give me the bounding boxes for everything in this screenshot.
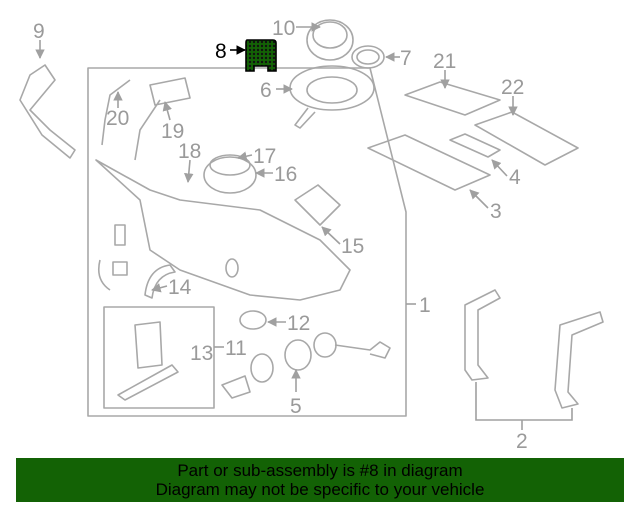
- seal-5: [250, 353, 274, 383]
- label-12[interactable]: 12: [287, 312, 310, 335]
- fuel-tank: [95, 159, 351, 301]
- label-18[interactable]: 18: [178, 140, 201, 163]
- label-21[interactable]: 21: [433, 50, 456, 73]
- label-20[interactable]: 20: [106, 107, 129, 130]
- label-8[interactable]: 8: [215, 40, 227, 63]
- label-1[interactable]: 1: [419, 294, 431, 317]
- label-3[interactable]: 3: [490, 200, 502, 223]
- label-17[interactable]: 17: [253, 145, 276, 168]
- label-9[interactable]: 9: [33, 20, 45, 43]
- bracket-15: [294, 184, 341, 226]
- label-5[interactable]: 5: [290, 395, 302, 418]
- label-10[interactable]: 10: [272, 17, 295, 40]
- info-banner: Part or sub-assembly is #8 in diagram Di…: [16, 458, 624, 502]
- label-22[interactable]: 22: [501, 76, 524, 99]
- neck-5: [284, 339, 312, 371]
- clamp-12: [239, 310, 267, 330]
- fuel-cap: [306, 19, 354, 61]
- label-6[interactable]: 6: [260, 79, 272, 102]
- part-8-highlighted[interactable]: [245, 39, 277, 72]
- gasket: [351, 45, 385, 69]
- vent-hose: [19, 64, 76, 159]
- pump-module: [134, 77, 191, 161]
- banner-part-text: Part or sub-assembly is #8 in diagram: [177, 461, 463, 480]
- label-19[interactable]: 19: [161, 120, 184, 143]
- strap-left: [464, 289, 501, 381]
- label-4[interactable]: 4: [509, 166, 521, 189]
- label-11[interactable]: 11: [225, 337, 247, 360]
- pump-subassembly-box: [103, 306, 215, 409]
- label-14[interactable]: 14: [168, 276, 192, 299]
- label-15[interactable]: 15: [341, 235, 364, 258]
- label-2[interactable]: 2: [516, 430, 528, 453]
- pad-21: [404, 81, 501, 116]
- pad-22: [474, 111, 579, 166]
- fuel-pump: [117, 321, 179, 401]
- pad-3: [367, 134, 491, 191]
- strap-right: [554, 311, 604, 409]
- label-7[interactable]: 7: [400, 47, 412, 70]
- banner-disclaimer-text: Diagram may not be specific to your vehi…: [155, 480, 485, 499]
- label-16[interactable]: 16: [274, 163, 297, 186]
- sensor-wire: [101, 79, 131, 146]
- assembly-outline: [87, 67, 407, 417]
- pad-4: [449, 133, 501, 158]
- label-13[interactable]: 13: [190, 342, 213, 365]
